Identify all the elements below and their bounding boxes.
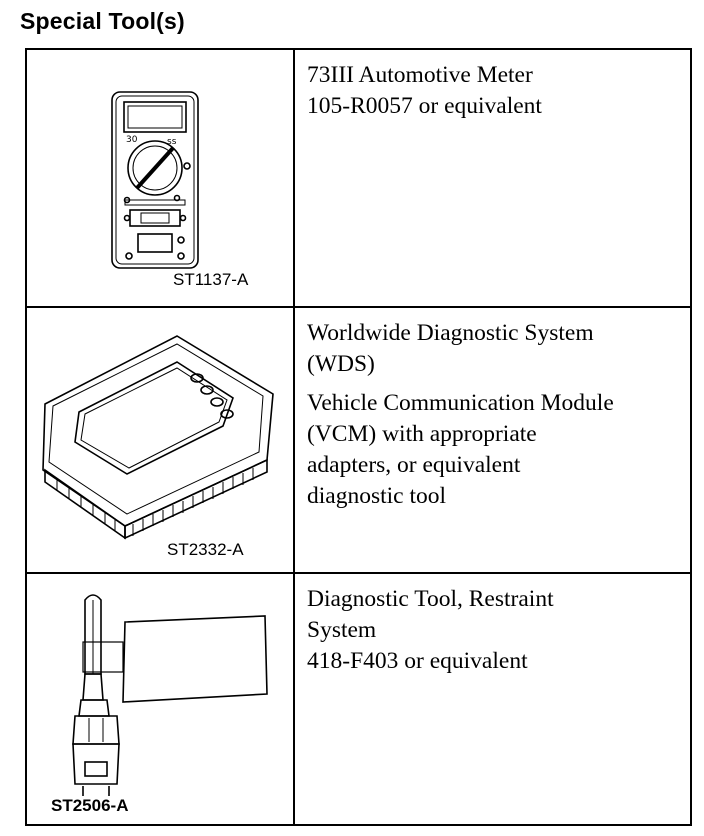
tool-code: ST2332-A: [167, 540, 244, 559]
description-line: diagnostic tool: [307, 483, 447, 509]
description-line: adapters, or equivalent: [307, 452, 521, 478]
description-line: 418-F403 or equivalent: [307, 648, 528, 674]
description-line: Diagnostic Tool, Restraint: [307, 586, 554, 612]
svg-text:30: 30: [126, 135, 138, 145]
table-row: 30 ss ST1137-A 73III Automotive Meter 10…: [25, 48, 692, 308]
diagnostic-system-icon: [42, 335, 274, 540]
description-line: Worldwide Diagnostic System: [307, 320, 594, 346]
description-line: System: [307, 617, 377, 643]
tool-image-cell: 30 ss ST1137-A: [25, 48, 295, 308]
special-tools-table: 30 ss ST1137-A 73III Automotive Meter 10…: [25, 48, 692, 826]
tool-image-cell: ST2506-A: [25, 572, 295, 826]
table-row: ST2332-A Worldwide Diagnostic System (WD…: [25, 306, 692, 574]
tool-description: Worldwide Diagnostic System (WDS) Vehicl…: [293, 306, 692, 574]
tool-image-cell: ST2332-A: [25, 306, 295, 574]
description-line: (VCM) with appropriate: [307, 421, 537, 447]
tool-code: ST1137-A: [173, 270, 249, 289]
table-row: ST2506-A Diagnostic Tool, Restraint Syst…: [25, 572, 692, 826]
tool-description: Diagnostic Tool, Restraint System 418-F4…: [293, 572, 692, 826]
description-line: (WDS): [307, 351, 375, 377]
tool-description: 73III Automotive Meter 105-R0057 or equi…: [293, 48, 692, 308]
svg-text:ss: ss: [167, 137, 177, 147]
description-line: Vehicle Communication Module: [307, 390, 614, 416]
description-line: 73III Automotive Meter: [307, 62, 533, 88]
page-title: Special Tool(s): [20, 8, 185, 34]
multimeter-icon: 30 ss: [111, 91, 199, 269]
tool-code: ST2506-A: [51, 796, 129, 815]
restraint-diagnostic-tool-icon: [72, 594, 268, 796]
description-line: 105-R0057 or equivalent: [307, 93, 542, 119]
